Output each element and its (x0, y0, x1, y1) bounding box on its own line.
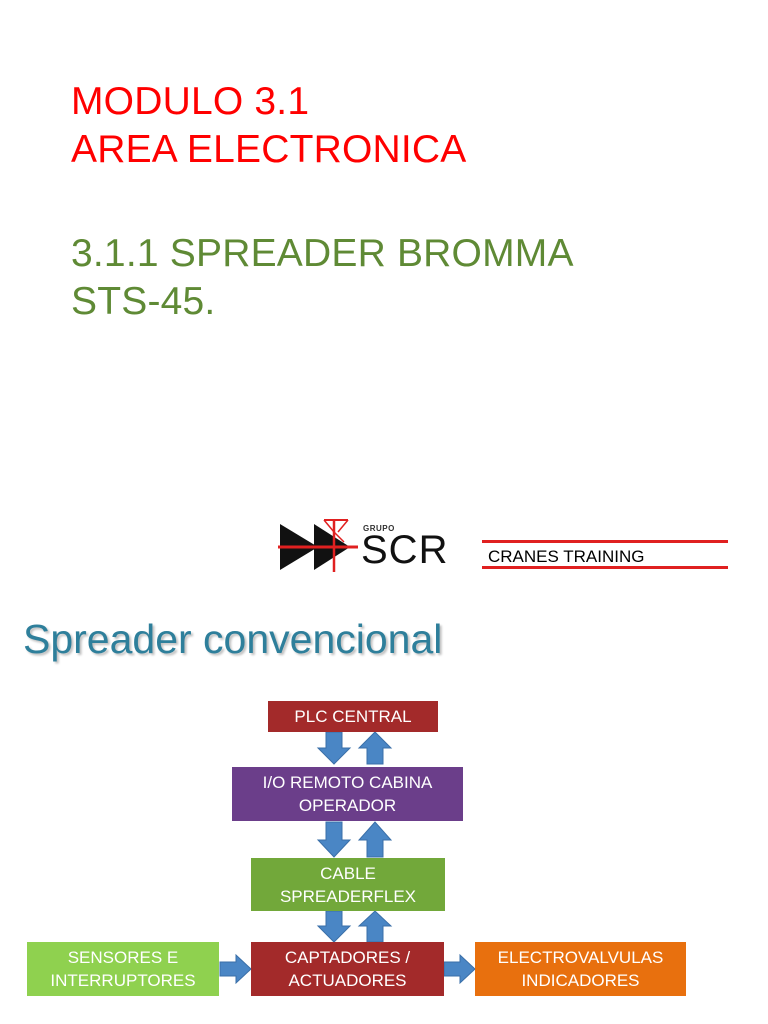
up-arrow-icon (357, 910, 393, 943)
sensores-label-line1: SENSORES E (67, 948, 179, 967)
captadores-box: CAPTADORES / ACTUADORES (251, 942, 444, 996)
electro-label-line2: INDICADORES (521, 971, 640, 990)
plc-central-label: PLC CENTRAL (294, 707, 412, 726)
module-title-line2: AREA ELECTRONICA (71, 128, 467, 171)
module-title-line1: MODULO 3.1 (71, 80, 310, 123)
up-arrow-icon (357, 821, 393, 858)
captadores-label-line1: CAPTADORES / (284, 948, 411, 967)
down-arrow-icon (316, 731, 352, 765)
logo-tagline: CRANES TRAINING (488, 547, 645, 566)
cable-spreaderflex-box: CABLE SPREADERFLEX (251, 858, 445, 911)
electro-label-line1: ELECTROVALVULAS (497, 948, 664, 967)
right-arrow-icon (219, 953, 252, 985)
sensores-label-line2: INTERRUPTORES (50, 971, 196, 990)
cable-label-line2: SPREADERFLEX (279, 886, 417, 906)
logo-scr-text: SCR (361, 528, 449, 572)
section-title-line2: STS-45. (71, 280, 216, 323)
slide-cover: MODULO 3.1 AREA ELECTRONICA 3.1.1 SPREAD… (71, 78, 738, 578)
io-remoto-label-line1: I/O REMOTO CABINA (262, 773, 433, 792)
logo-top-rule (482, 540, 728, 543)
right-arrow-icon (443, 953, 476, 985)
plc-central-box: PLC CENTRAL (268, 701, 438, 732)
sensores-box: SENSORES E INTERRUPTORES (27, 942, 219, 996)
section-title: 3.1.1 SPREADER BROMMA STS-45. (71, 230, 574, 326)
io-remoto-label-line2: OPERADOR (298, 796, 397, 815)
crane-logo-icon (278, 519, 358, 572)
grupo-scr-logo: GRUPO SCR CRANES TRAINING (278, 518, 738, 578)
down-arrow-icon (316, 821, 352, 858)
logo-grupo-text: GRUPO (363, 524, 395, 533)
captadores-label-line2: ACTUADORES (288, 971, 407, 990)
down-arrow-icon (316, 910, 352, 943)
module-title: MODULO 3.1 AREA ELECTRONICA (71, 78, 466, 174)
io-remoto-box: I/O REMOTO CABINA OPERADOR (232, 767, 463, 821)
up-arrow-icon (357, 731, 393, 765)
cable-label-line1: CABLE (320, 863, 376, 883)
logo-bottom-rule (482, 566, 728, 569)
section-title-line1: 3.1.1 SPREADER BROMMA (71, 232, 574, 275)
electrovalvulas-box: ELECTROVALVULAS INDICADORES (475, 942, 686, 996)
slide-title: Spreader convencional (23, 616, 443, 662)
